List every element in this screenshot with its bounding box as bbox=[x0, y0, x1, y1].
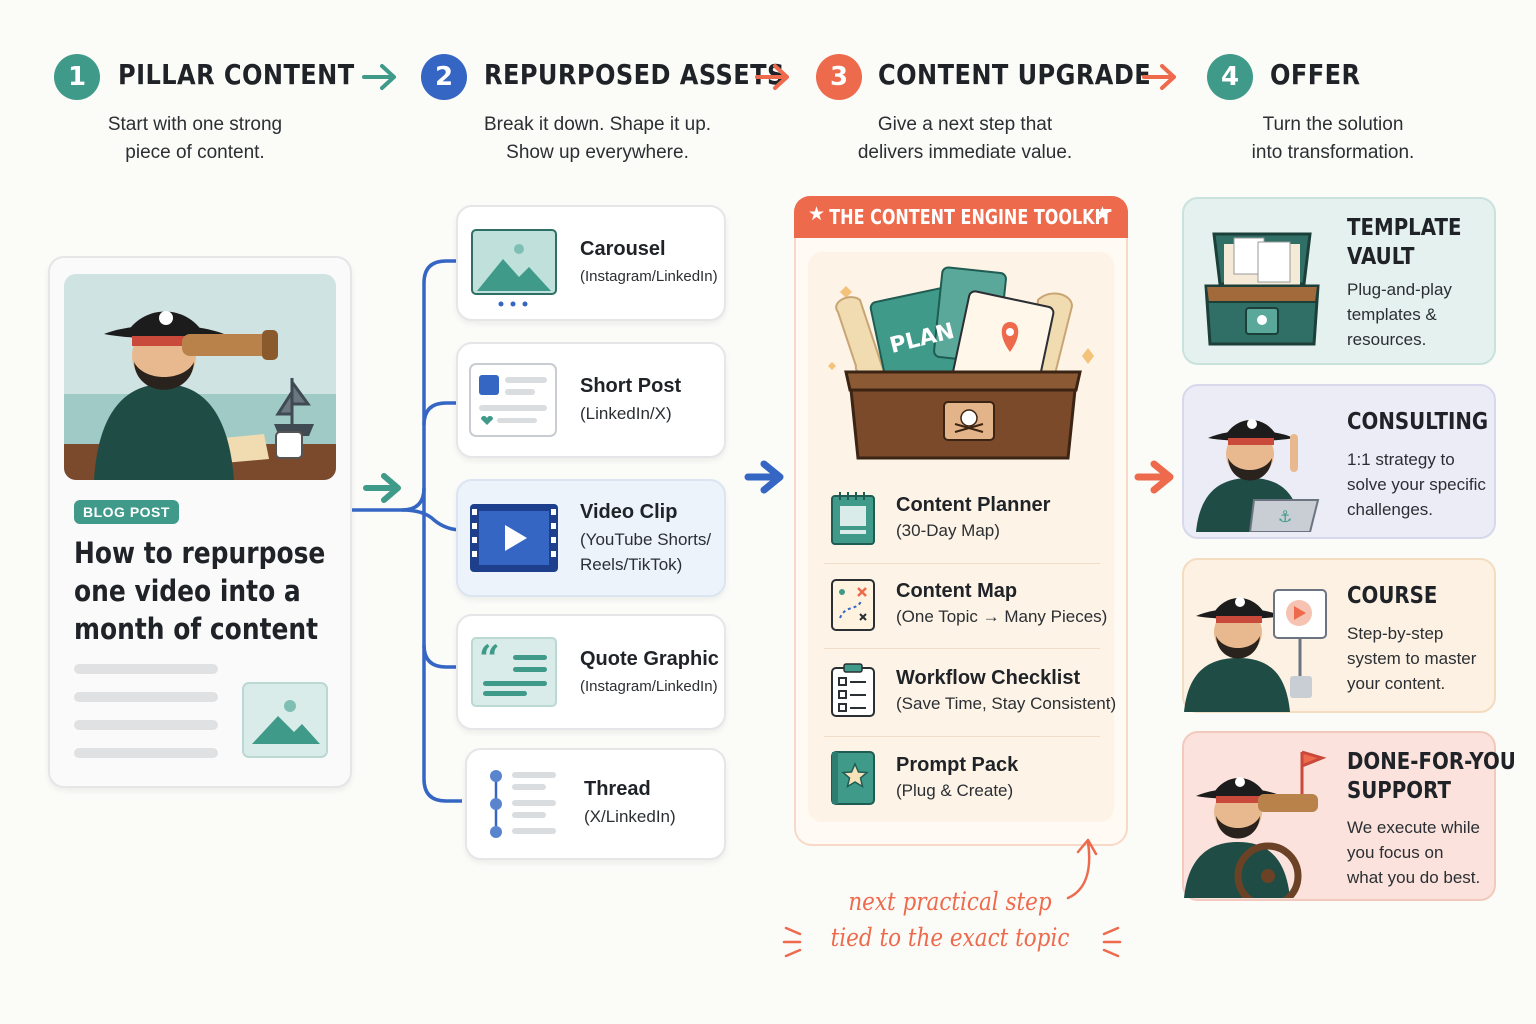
arrow-icon bbox=[755, 64, 789, 90]
asset-subtitle: (YouTube Shorts/Reels/TikTok) bbox=[580, 530, 712, 574]
curved-arrow-icon bbox=[1066, 838, 1098, 900]
toolkit-item-title: Content Map bbox=[896, 580, 1018, 602]
step-1-number: 1 bbox=[54, 54, 100, 100]
star-icon: ★ bbox=[1094, 204, 1112, 225]
asset-subtitle: (X/LinkedIn) bbox=[584, 807, 676, 826]
text-line-placeholder bbox=[74, 748, 218, 758]
toolkit-item-title: Content Planner bbox=[896, 494, 1051, 516]
text-line-placeholder bbox=[74, 664, 218, 674]
treasure-chest-icon bbox=[1204, 232, 1320, 346]
svg-text:“: “ bbox=[479, 638, 500, 680]
arrow-icon bbox=[1142, 64, 1176, 90]
quote-icon: “ bbox=[471, 637, 557, 707]
emphasis-marks-icon bbox=[782, 926, 802, 958]
asset-title: Carousel bbox=[580, 238, 666, 260]
toolkit-item-subtitle: (One Topic → Many Pieces) bbox=[896, 607, 1108, 626]
toolkit-header bbox=[794, 196, 1128, 238]
short-post-icon bbox=[469, 363, 557, 437]
image-placeholder-icon bbox=[242, 682, 328, 758]
map-icon bbox=[831, 579, 875, 631]
step-1-title: PILLAR CONTENT bbox=[118, 58, 355, 91]
toolkit-item-subtitle: (30-Day Map) bbox=[896, 521, 1000, 540]
toolkit-item-subtitle: (Save Time, Stay Consistent) bbox=[896, 694, 1117, 713]
pirate-helm-icon bbox=[1184, 750, 1327, 898]
asset-title: Short Post bbox=[580, 375, 682, 397]
pirate-course-icon bbox=[1184, 589, 1327, 712]
text-line-placeholder bbox=[74, 692, 218, 702]
step-4-title: OFFER bbox=[1270, 58, 1361, 91]
asset-subtitle: (LinkedIn/X) bbox=[580, 404, 672, 423]
step-3-title: CONTENT UPGRADE bbox=[878, 58, 1152, 91]
toolkit-item-subtitle: (Plug & Create) bbox=[896, 781, 1014, 800]
arrow-icon bbox=[744, 460, 784, 494]
pirate-spyglass-illustration bbox=[64, 274, 336, 480]
asset-title: Thread bbox=[584, 778, 651, 800]
offer-title: COURSE bbox=[1347, 583, 1438, 609]
divider bbox=[824, 648, 1100, 649]
svg-text:⚓: ⚓ bbox=[1278, 507, 1292, 526]
thread-icon bbox=[490, 770, 556, 838]
toolkit-chest-illustration: PLAN bbox=[828, 266, 1094, 460]
toolkit-item-title: Prompt Pack bbox=[896, 754, 1019, 776]
offer-title: CONSULTING bbox=[1347, 409, 1489, 435]
toolkit-item-title: Workflow Checklist bbox=[896, 667, 1081, 689]
asset-title: Quote Graphic bbox=[580, 648, 719, 670]
emphasis-marks-icon bbox=[1102, 926, 1122, 958]
asset-title: Video Clip bbox=[580, 501, 678, 523]
asset-card-thread bbox=[465, 748, 726, 860]
arrow-icon bbox=[362, 64, 396, 90]
text-line-placeholder bbox=[74, 720, 218, 730]
step-3-number: 3 bbox=[816, 54, 862, 100]
arrow-icon bbox=[1134, 460, 1174, 494]
star-book-icon bbox=[831, 751, 875, 805]
arrow-icon bbox=[363, 473, 401, 503]
blog-post-badge: BLOG POST bbox=[74, 500, 179, 524]
checklist-icon bbox=[831, 663, 875, 717]
asset-subtitle: (Instagram/LinkedIn) bbox=[580, 678, 718, 695]
step-4-number: 4 bbox=[1207, 54, 1253, 100]
divider bbox=[824, 736, 1100, 737]
star-icon: ★ bbox=[808, 204, 826, 225]
step-2-number: 2 bbox=[421, 54, 467, 100]
step-2-title: REPURPOSED ASSETS bbox=[484, 58, 785, 91]
toolkit-header-title: THE CONTENT ENGINE TOOLKIT bbox=[829, 205, 1112, 229]
asset-subtitle: (Instagram/LinkedIn) bbox=[580, 268, 718, 285]
divider bbox=[824, 563, 1100, 564]
step-2-subtitle: Break it down. Shape it up.Show up every… bbox=[483, 114, 712, 163]
carousel-icon bbox=[471, 229, 557, 307]
video-clip-icon bbox=[470, 504, 558, 572]
planner-icon bbox=[831, 492, 875, 545]
pirate-laptop-icon: ⚓ bbox=[1196, 419, 1320, 532]
branch-connector bbox=[352, 259, 462, 803]
